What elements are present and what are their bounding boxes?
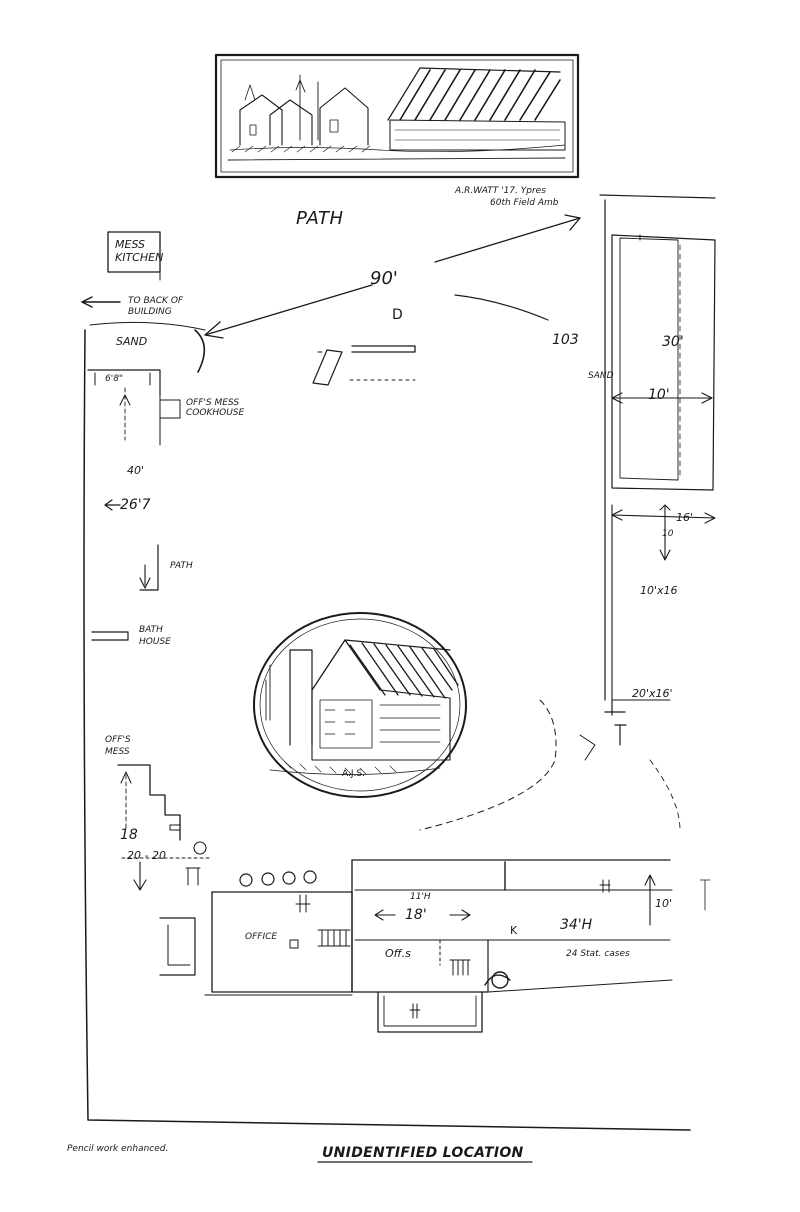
mess-kitchen-box: [107, 231, 161, 281]
off-mess-cookhouse-label: OFF'S MESS COOKHOUSE: [186, 398, 245, 418]
top-signature: A.R.WATT '17. Ypres: [455, 186, 546, 196]
letter-k: K: [510, 924, 518, 937]
num-103: 103: [552, 332, 579, 348]
cookhouse-block: [87, 369, 181, 446]
dim-11h: 11'H: [410, 892, 431, 902]
letter-d: D: [392, 307, 403, 323]
bath-house-label: BATH HOUSE: [139, 625, 171, 647]
page-caption: UNIDENTIFIED LOCATION: [322, 1145, 524, 1161]
path-label-top: PATH: [296, 208, 344, 229]
bath-house-marker: [91, 631, 129, 641]
dim-34h: 34'H: [560, 917, 593, 933]
dim-10: 10': [648, 387, 670, 403]
office-label: OFFICE: [245, 932, 278, 942]
dim-90: 90': [370, 268, 398, 289]
dim-18-left: 18: [120, 827, 138, 843]
offs-label: Off.s: [385, 947, 411, 960]
medallion-vignette: [253, 612, 467, 798]
dim-10x16: 10'x16: [640, 584, 678, 597]
central-markers: [312, 345, 416, 386]
off-mess-label: OFF'S MESS: [105, 735, 131, 757]
dim-26-7: 26'7: [120, 497, 151, 513]
left-path-marker: [139, 544, 159, 591]
to-back-of-building-arrow: [81, 296, 121, 308]
path-arrows: [204, 214, 581, 339]
dim-20-20: 20 - 20: [127, 849, 166, 862]
mess-kitchen-label: MESS KITCHEN: [115, 238, 164, 264]
dim-40: 40': [127, 464, 145, 477]
stat-cases-label: 24 Stat. cases: [566, 949, 630, 959]
site-boundary: [83, 194, 716, 1131]
bottom-building-complex: [159, 859, 711, 1033]
sand-label-left: SAND: [116, 335, 148, 348]
medallion-initials: A.J.S.: [342, 769, 365, 779]
top-vignette: [214, 53, 580, 179]
lower-right-curves: [419, 699, 681, 831]
top-unit: 60th Field Amb: [490, 198, 559, 208]
dim-18-hall: 18': [405, 907, 427, 923]
path-label-left: PATH: [170, 561, 193, 571]
sand-curve-left: [194, 329, 206, 373]
dim-16: 16': [676, 511, 694, 524]
officers-mess-block: [117, 764, 211, 891]
dim-30: 30': [662, 334, 684, 350]
dim-6-8: 6'8": [105, 374, 124, 384]
pencil-footnote: Pencil work enhanced.: [67, 1144, 169, 1154]
to-back-of-building-label: TO BACK OF BUILDING: [128, 296, 184, 317]
sand-label-right: SAND: [588, 371, 614, 381]
dim-20x16: 20'x16': [632, 687, 673, 700]
right-block: [604, 234, 716, 746]
dim-10-small: 10: [662, 529, 674, 539]
dim-10-right: 10': [655, 897, 673, 910]
